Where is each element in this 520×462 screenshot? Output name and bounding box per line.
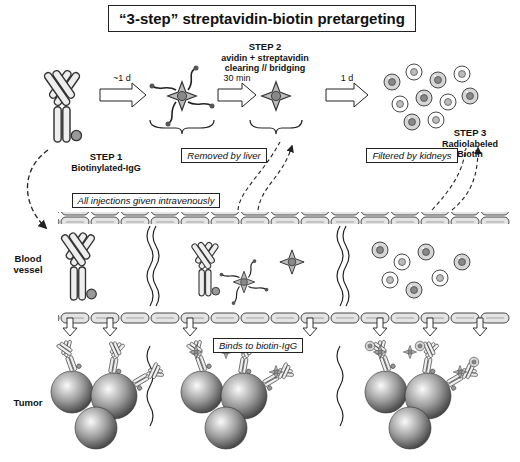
block-arrow: [100, 83, 146, 107]
node-text: All injections given intravenously: [78, 195, 215, 206]
separator: [147, 346, 153, 426]
separator: [337, 226, 343, 306]
brace: [250, 120, 302, 134]
title-box: “3-step” streptavidin-biotin pretargetin…: [108, 5, 416, 32]
time-label: ~1 d: [113, 73, 131, 83]
extravasation-arrow: [63, 318, 487, 336]
step-label: STEP 3: [454, 128, 487, 139]
time-label: 1 d: [341, 73, 354, 83]
step-label: STEP 2: [249, 42, 282, 53]
separator: [153, 226, 159, 306]
vessel-wall: [58, 212, 510, 224]
step-label: STEP 1: [90, 152, 123, 163]
tumor-cell: [51, 371, 451, 449]
callout-box: Filtered by kidneys: [366, 148, 457, 163]
step-description: Biotinylated-IgG: [71, 163, 141, 173]
callout-box: Binds to biotin-IgG: [213, 338, 303, 353]
node-text: Removed by liver: [187, 150, 260, 161]
block-arrow: [326, 83, 368, 107]
time-label: 30 min: [223, 73, 250, 83]
region-label: Tumor: [14, 398, 43, 409]
step-description: avidin + streptavidin clearing // bridgi…: [210, 53, 320, 74]
step-description: Radiolabeled Biotin: [435, 139, 505, 160]
callout-box: Removed by liver: [181, 148, 266, 163]
block-arrow: [218, 83, 256, 107]
node-text: Filtered by kidneys: [372, 150, 451, 161]
brace: [150, 120, 214, 134]
separator: [343, 226, 349, 306]
separator: [337, 346, 343, 426]
node-text: Binds to biotin-IgG: [219, 340, 297, 351]
separator: [147, 226, 153, 306]
node-text: “3-step” streptavidin-biotin pretargetin…: [119, 10, 405, 27]
region-label: Blood vessel: [6, 254, 50, 276]
callout-box: All injections given intravenously: [72, 193, 221, 208]
vessel-wall: [58, 312, 510, 324]
injection-arrow: [28, 150, 49, 228]
